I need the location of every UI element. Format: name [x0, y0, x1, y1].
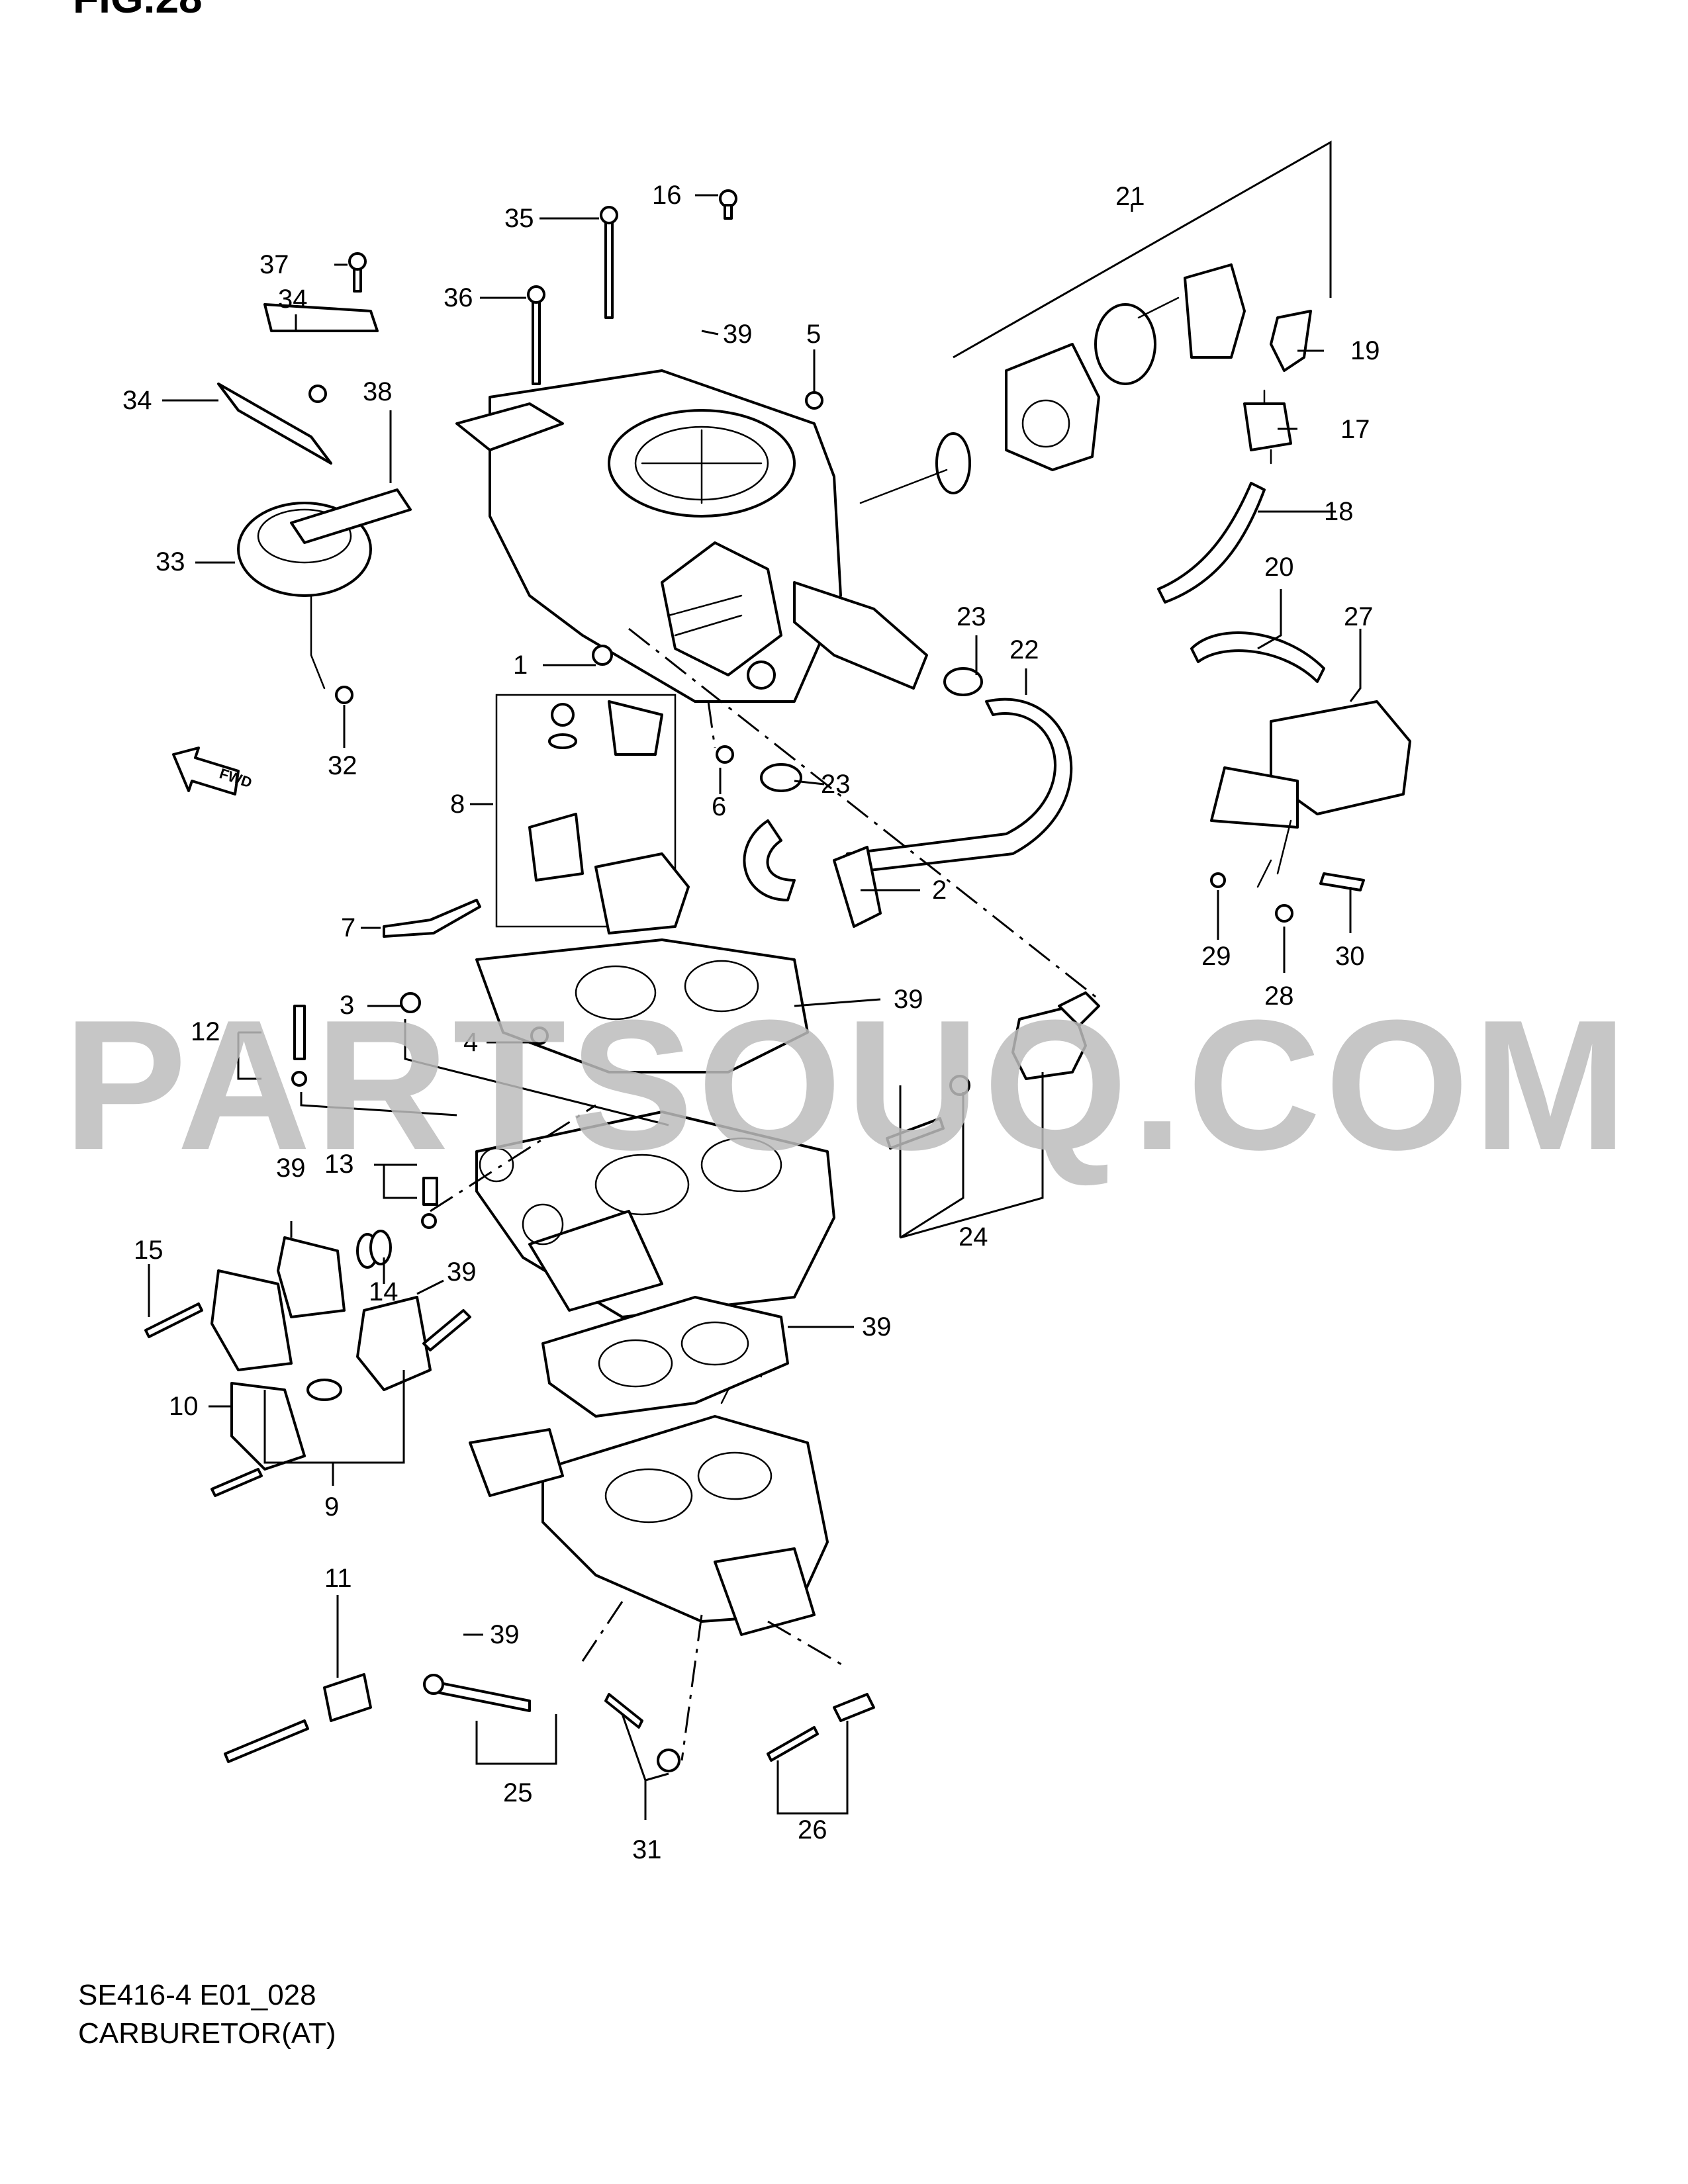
callout-39-f: 39: [490, 1620, 520, 1649]
callout-27: 27: [1344, 602, 1374, 631]
callout-35: 35: [504, 204, 534, 233]
callout-18: 18: [1324, 497, 1354, 526]
callout-13: 13: [324, 1150, 354, 1179]
air-horn-assembly: [455, 369, 928, 703]
callout-14: 14: [369, 1277, 399, 1306]
callout-3: 3: [340, 991, 354, 1020]
callout-5: 5: [806, 320, 821, 349]
callout-26: 26: [798, 1815, 827, 1844]
fwd-arrow-icon: FWD: [172, 747, 254, 796]
main-body-assembly: [475, 1111, 835, 1318]
solenoid-valve-24: [886, 991, 1100, 1150]
screws-and-small-parts: [144, 189, 1365, 1772]
hose-20: [1190, 631, 1325, 683]
leader-lines: [148, 140, 1362, 1820]
callout-33: 33: [156, 547, 185, 576]
figure-name: CARBURETOR(AT): [78, 2017, 336, 2050]
callout-12: 12: [191, 1017, 220, 1046]
gasket-upper: [475, 938, 809, 1073]
figure-title: FIG.28: [73, 0, 203, 23]
callout-30: 30: [1335, 942, 1365, 971]
callout-29: 29: [1201, 942, 1231, 971]
callout-6: 6: [712, 792, 726, 821]
hose-22: [743, 698, 1073, 901]
callout-39-d: 39: [447, 1257, 477, 1287]
callout-36: 36: [444, 283, 473, 312]
callout-8: 8: [450, 790, 465, 819]
throttle-body-assembly: [469, 1362, 829, 1636]
callout-7: 7: [341, 913, 355, 942]
callout-39-c: 39: [276, 1154, 306, 1183]
callout-34b: 34: [122, 386, 152, 415]
callout-32: 32: [328, 751, 357, 780]
callout-24: 24: [959, 1222, 988, 1251]
callout-38: 38: [363, 377, 393, 406]
callout-17: 17: [1340, 415, 1370, 444]
callout-31: 31: [632, 1835, 662, 1864]
callout-16: 16: [652, 181, 682, 210]
callout-39-b: 39: [894, 985, 923, 1014]
callout-23a: 23: [957, 602, 986, 631]
callout-39-a: 39: [723, 320, 753, 349]
callout-labels: 1 2 3 4 5 6 7 8 9 10 11 12 13 14 15 16 1…: [122, 181, 1380, 1864]
hose-18: [1157, 482, 1266, 604]
callout-11: 11: [324, 1564, 352, 1593]
callout-9: 9: [324, 1492, 339, 1522]
callout-10: 10: [169, 1392, 199, 1421]
callout-39-e: 39: [862, 1312, 892, 1342]
choke-housing: [859, 263, 1246, 504]
callout-2: 2: [932, 876, 947, 905]
callout-21: 21: [1115, 182, 1145, 211]
callout-19: 19: [1350, 336, 1380, 365]
callout-28: 28: [1264, 981, 1294, 1011]
callout-22: 22: [1009, 635, 1039, 664]
callout-37: 37: [259, 250, 289, 279]
figure-code: SE416-4 E01_028: [78, 1979, 316, 2011]
callout-4: 4: [463, 1028, 478, 1057]
alignment-lines: [430, 627, 1100, 1761]
callout-20: 20: [1264, 553, 1294, 582]
fitting-19: [1270, 310, 1312, 372]
callout-34a: 34: [278, 285, 308, 314]
gasket-lower: [541, 1296, 789, 1418]
vacuum-diaphragm: [217, 303, 412, 690]
callout-15: 15: [134, 1236, 164, 1265]
fuel-filter-17: [1243, 389, 1292, 465]
callout-23b: 23: [821, 770, 851, 799]
callout-25: 25: [503, 1778, 533, 1807]
vacuum-actuator-27: [1210, 700, 1411, 888]
callout-1: 1: [513, 651, 528, 680]
